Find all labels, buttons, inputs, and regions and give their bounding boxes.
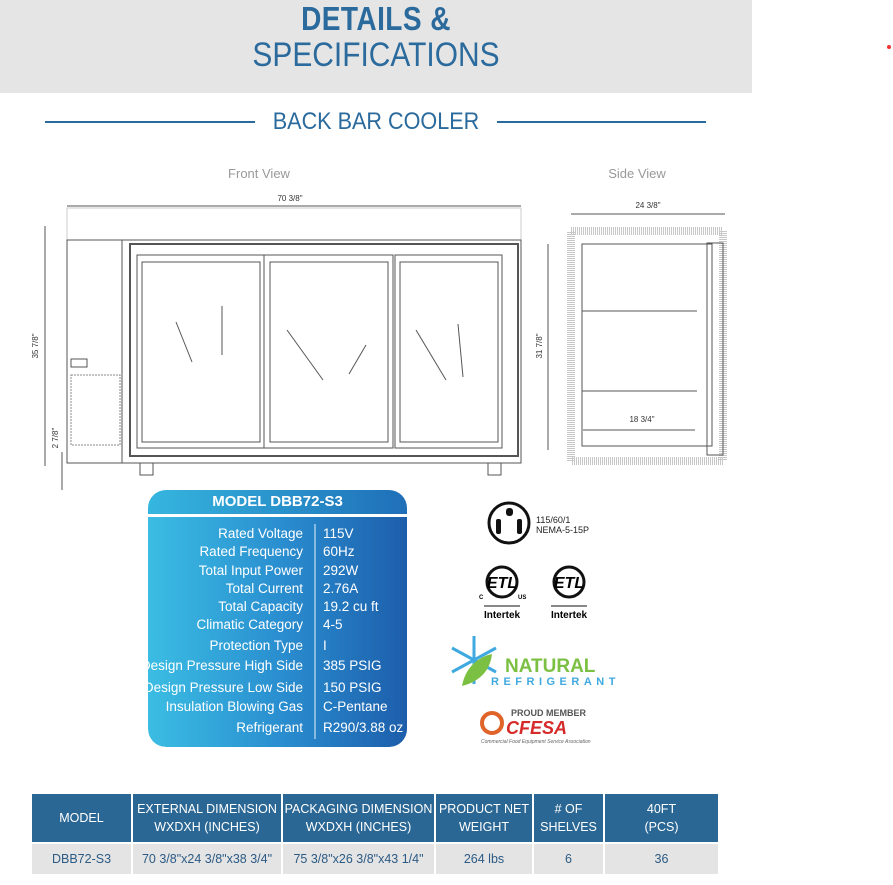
- spec-value: 150 PSIG: [323, 680, 382, 695]
- header-line: (PCS): [644, 820, 679, 834]
- spec-row: Climatic Category 4-5: [148, 616, 407, 634]
- header-line: WXDXH (INCHES): [305, 820, 412, 834]
- spec-label: Design Pressure Low Side: [148, 680, 303, 695]
- etl-marks: ETL C US Intertek ETL Intertek: [479, 565, 588, 621]
- spec-row: Design Pressure High Side 385 PSIG: [148, 657, 407, 675]
- svg-text:C: C: [479, 595, 484, 601]
- front-height-dim: 35 7/8": [31, 333, 40, 358]
- spec-label: Protection Type: [209, 638, 303, 653]
- header-line: WEIGHT: [459, 820, 509, 834]
- spec-label: Rated Frequency: [199, 544, 303, 559]
- natural-text: NATURAL: [505, 656, 596, 677]
- base-height-dim: 2 7/8": [51, 428, 60, 449]
- spec-label: Climatic Category: [196, 617, 303, 632]
- red-dot: [887, 45, 891, 49]
- spec-label: Refrigerant: [236, 720, 303, 735]
- spec-value: C-Pentane: [323, 699, 388, 714]
- leaf-icon: [462, 654, 492, 686]
- spec-label: Total Current: [225, 581, 303, 596]
- svg-text:ETL: ETL: [554, 575, 584, 592]
- spec-row: Total Current 2.76A: [148, 580, 407, 598]
- plug-rating: 115/60/1: [536, 515, 571, 525]
- shelf-depth-dim: 18 3/4": [629, 415, 654, 424]
- table-cell: DBB72-S3: [32, 844, 131, 874]
- natural-refrigerant-logo: NATURAL REFRIGERANT: [451, 636, 618, 688]
- spec-value: I: [323, 638, 327, 653]
- spec-value: 2.76A: [323, 581, 359, 596]
- spec-model-title: MODEL DBB72-S3: [148, 490, 407, 514]
- page-title-line2: SPECIFICATIONS: [252, 36, 500, 74]
- header-line: EXTERNAL DIMENSION: [137, 802, 277, 816]
- technical-drawing: Front View Side View 70 3/8" 35 7/8" 2 7…: [31, 166, 727, 490]
- table-header: PRODUCT NET WEIGHT: [436, 794, 532, 842]
- header-line: MODEL: [59, 811, 104, 825]
- spec-row: Insulation Blowing Gas C-Pentane: [148, 698, 407, 716]
- refrigerant-text: REFRIGERANT: [491, 676, 618, 688]
- header-line: SHELVES: [540, 820, 597, 834]
- table-cell: 6: [534, 844, 603, 874]
- svg-text:US: US: [518, 595, 526, 601]
- table-cell: 264 lbs: [436, 844, 532, 874]
- product-subtitle: BACK BAR COOLER: [272, 108, 480, 135]
- spec-row: Refrigerant R290/3.88 oz: [148, 719, 407, 737]
- spec-value: 4-5: [323, 617, 343, 632]
- front-view-label: Front View: [228, 166, 291, 181]
- divider-right: [497, 121, 706, 123]
- cfesa-tagline: Commercial Food Equipment Service Associ…: [481, 739, 591, 745]
- header-line: WXDXH (INCHES): [154, 820, 260, 834]
- table-cell: 75 3/8"x26 3/8"x43 1/4": [283, 844, 434, 874]
- spec-row: Protection Type I: [148, 637, 407, 655]
- spec-label: Total Capacity: [218, 599, 303, 614]
- header-line: 40FT: [646, 802, 677, 816]
- spec-value: R290/3.88 oz: [323, 720, 404, 735]
- intertek-label-2: Intertek: [551, 610, 588, 621]
- cfesa-ring-icon: [480, 711, 504, 735]
- page-title-line1: DETAILS &: [301, 0, 451, 37]
- header-line: # OF: [554, 802, 583, 816]
- side-height-dim: 31 7/8": [535, 333, 544, 358]
- spec-separator: [314, 524, 316, 739]
- divider-left: [45, 121, 255, 123]
- cfesa-proud: PROUD MEMBER: [511, 708, 587, 718]
- side-depth-dim: 24 3/8": [635, 201, 660, 210]
- header-line: PACKAGING DIMENSION: [284, 802, 433, 816]
- spec-row: Total Input Power 292W: [148, 562, 407, 580]
- spec-value: 19.2 cu ft: [323, 599, 379, 614]
- table-header: # OF SHELVES: [534, 794, 603, 842]
- front-width-dim: 70 3/8": [277, 194, 302, 203]
- spec-value: 115V: [323, 526, 354, 541]
- intertek-label-1: Intertek: [484, 610, 521, 621]
- spec-label: Insulation Blowing Gas: [165, 699, 303, 714]
- table-header: EXTERNAL DIMENSION WXDXH (INCHES): [133, 794, 281, 842]
- cfesa-logo: PROUD MEMBER CFESA Commercial Food Equip…: [480, 708, 591, 745]
- header-line: PRODUCT NET: [438, 802, 530, 816]
- spec-value: 385 PSIG: [323, 658, 382, 673]
- header-band: [0, 0, 752, 93]
- table-cell: 36: [605, 844, 718, 874]
- spec-panel: MODEL DBB72-S3 Rated Voltage 115V Rated Fr…: [148, 490, 407, 747]
- svg-text:ETL: ETL: [487, 575, 517, 592]
- side-view-label: Side View: [608, 166, 666, 181]
- spec-value: 60Hz: [323, 544, 355, 559]
- spec-label: Rated Voltage: [218, 526, 303, 541]
- spec-label: Design Pressure High Side: [148, 658, 303, 673]
- spec-value: 292W: [323, 563, 359, 578]
- spec-row: Total Capacity 19.2 cu ft: [148, 598, 407, 616]
- spec-label: Total Input Power: [198, 563, 303, 578]
- etl-cus-icon: ETL C US: [479, 565, 526, 607]
- spec-row: Design Pressure Low Side 150 PSIG: [148, 679, 407, 697]
- spec-row: Rated Frequency 60Hz: [148, 543, 407, 561]
- nema-plug-icon: [487, 501, 531, 545]
- cfesa-name: CFESA: [506, 718, 567, 738]
- table-header: MODEL: [32, 794, 131, 842]
- table-header: 40FT (PCS): [605, 794, 718, 842]
- table-header: PACKAGING DIMENSION WXDXH (INCHES): [283, 794, 434, 842]
- plug-type: NEMA-5-15P: [536, 525, 590, 535]
- etl-icon: ETL: [551, 565, 587, 607]
- table-cell: 70 3/8"x24 3/8"x38 3/4": [133, 844, 281, 874]
- spec-row: Rated Voltage 115V: [148, 525, 407, 543]
